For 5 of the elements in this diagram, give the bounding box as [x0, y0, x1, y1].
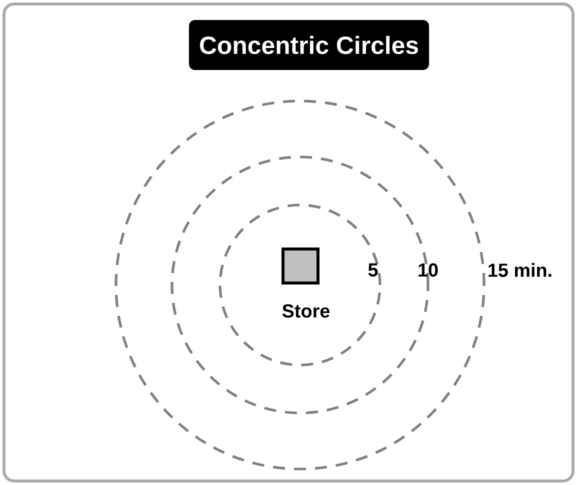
label: Store [282, 304, 330, 318]
label: 10 [418, 263, 438, 277]
label: 5 [368, 263, 378, 277]
label: 15 min. [488, 263, 552, 277]
title-banner: Concentric Circles [188, 20, 430, 70]
